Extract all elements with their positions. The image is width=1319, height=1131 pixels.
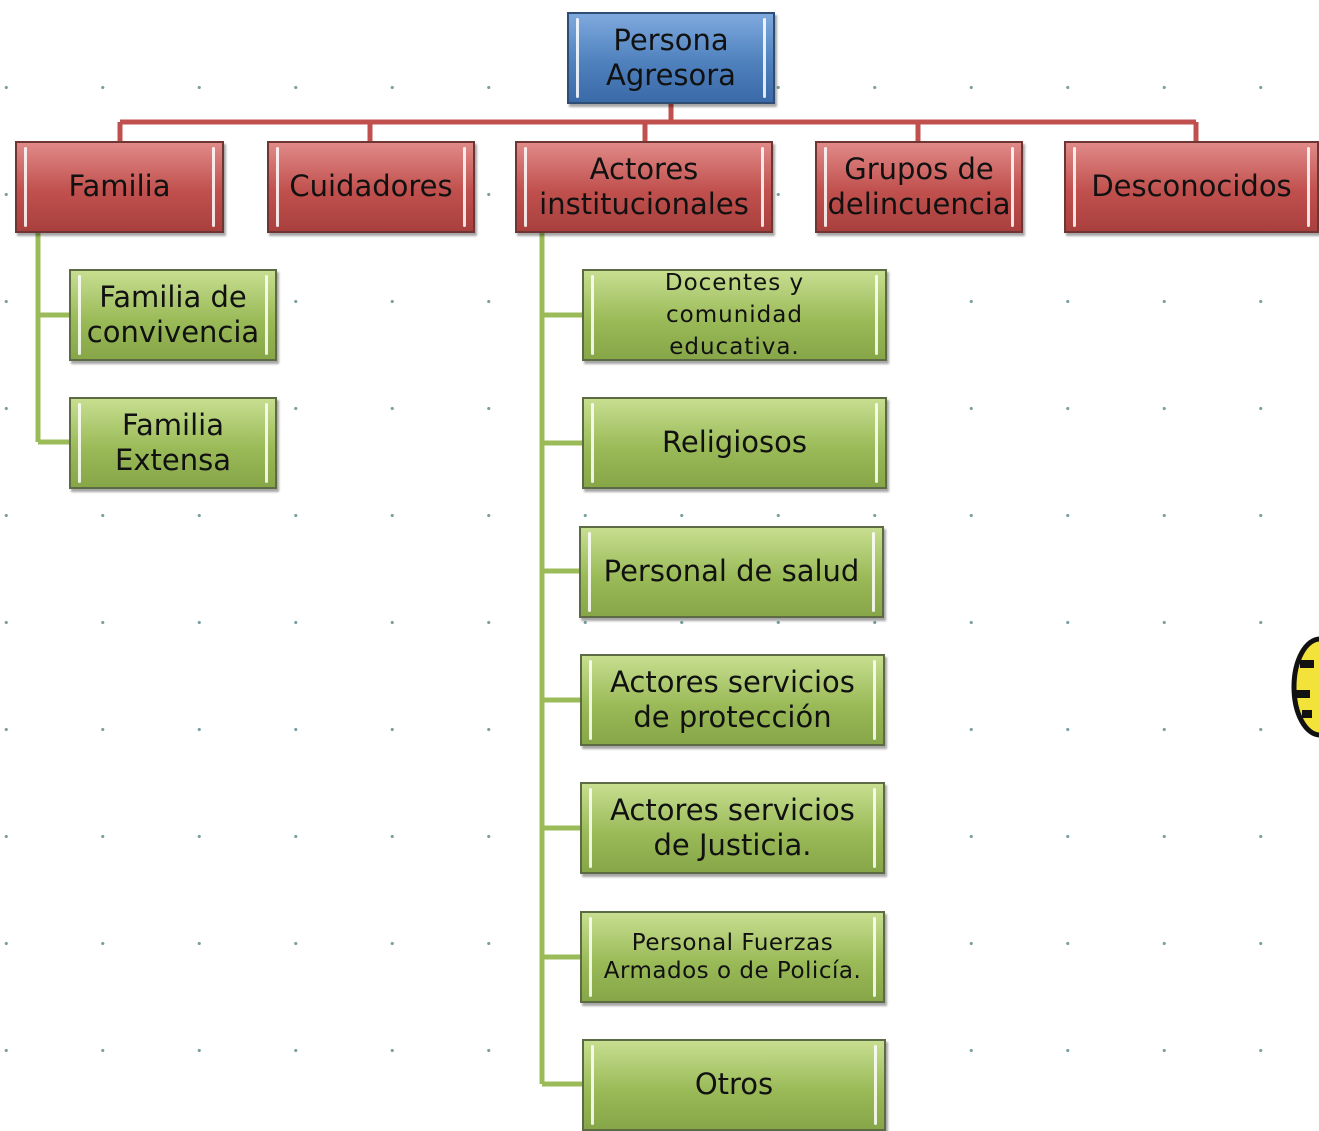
child-personal-de-salud: Personal de salud — [579, 526, 884, 618]
child-docentes: Docentes y comunidad educativa. — [582, 269, 887, 361]
category-grupos-de-delincuencia: Grupos de delincuencia — [815, 141, 1023, 233]
root-label: Persona Agresora — [606, 22, 736, 92]
child-label: Personal de salud — [603, 554, 860, 589]
category-desconocidos: Desconocidos — [1064, 141, 1319, 233]
child-label: Otros — [694, 1067, 774, 1102]
category-label: Cuidadores — [289, 169, 453, 204]
child-label: Personal Fuerzas Armados o de Policía. — [603, 929, 862, 984]
category-cuidadores: Cuidadores — [267, 141, 475, 233]
category-familia: Familia — [15, 141, 224, 233]
child-religiosos: Religiosos — [582, 397, 887, 489]
category-label: Actores institucionales — [539, 151, 749, 221]
clipart-icon — [1291, 636, 1319, 738]
child-label: Familia Extensa — [115, 407, 231, 477]
child-servicios-justicia: Actores servicios de Justicia. — [580, 782, 885, 874]
child-familia-extensa: Familia Extensa — [69, 397, 277, 489]
child-servicios-proteccion: Actores servicios de protección — [580, 654, 885, 746]
child-label: Religiosos — [662, 425, 807, 460]
child-label: Actores servicios de Justicia. — [610, 792, 855, 862]
child-label: Docentes y comunidad educativa. — [664, 269, 805, 361]
category-actores-institucionales: Actores institucionales — [515, 141, 773, 233]
root-node: Persona Agresora — [567, 12, 775, 104]
category-label: Desconocidos — [1091, 169, 1292, 204]
child-label: Actores servicios de protección — [610, 664, 855, 734]
category-label: Grupos de delincuencia — [827, 151, 1011, 221]
child-label: Familia de convivencia — [86, 279, 260, 349]
child-otros: Otros — [582, 1039, 886, 1131]
child-fuerzas-armadas-policia: Personal Fuerzas Armados o de Policía. — [580, 911, 885, 1003]
category-label: Familia — [68, 169, 171, 204]
child-familia-de-convivencia: Familia de convivencia — [69, 269, 277, 361]
